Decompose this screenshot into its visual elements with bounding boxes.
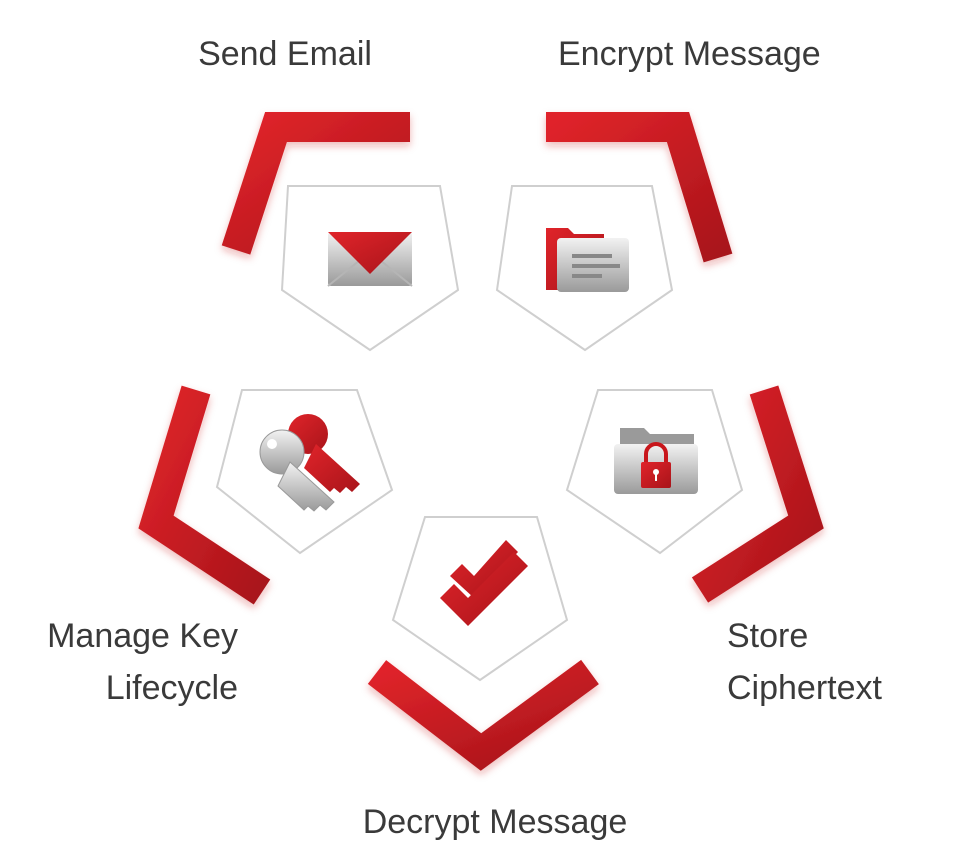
label-decrypt-message: Decrypt Message [330, 796, 660, 848]
folder-document-icon [546, 228, 629, 292]
label-line: Manage Key [47, 617, 238, 655]
double-check-icon [440, 540, 528, 626]
label-store-ciphertext: Store Ciphertext [727, 610, 882, 714]
label-manage-key-lifecycle: Manage Key Lifecycle [0, 610, 238, 714]
label-encrypt-message: Encrypt Message [558, 28, 821, 80]
keys-icon [259, 414, 360, 512]
label-line: Ciphertext [727, 669, 882, 707]
label-send-email: Send Email [185, 28, 385, 80]
label-line: Decrypt Message [362, 803, 628, 841]
pentagon-manage-key-lifecycle [215, 389, 394, 555]
bracket-decrypt-message [367, 659, 599, 771]
bracket-send-email [221, 112, 410, 255]
envelope-icon [327, 232, 413, 287]
bracket-store-ciphertext [691, 385, 824, 603]
bracket-manage-key-lifecycle [138, 385, 271, 605]
label-line: Store [727, 617, 809, 655]
label-line: Send Email [198, 35, 372, 73]
locked-folder-icon [614, 428, 698, 494]
label-line: Lifecycle [105, 669, 238, 707]
bracket-encrypt-message [546, 112, 733, 263]
label-line: Encrypt Message [558, 35, 821, 73]
